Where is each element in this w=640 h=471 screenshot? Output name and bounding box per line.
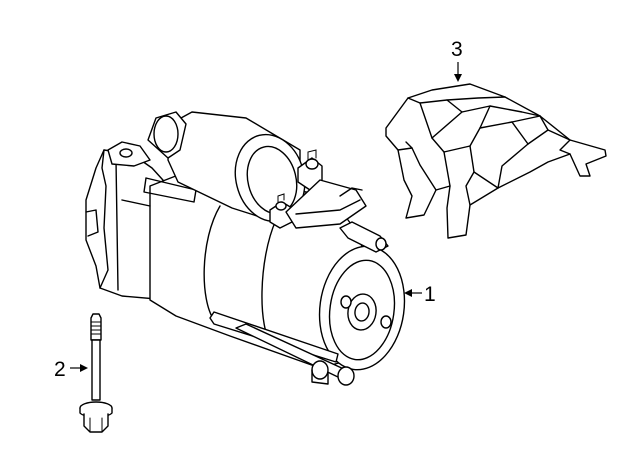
heat-shield[interactable] xyxy=(385,83,607,239)
arrow-left-icon xyxy=(404,289,412,297)
arrow-down-icon xyxy=(454,74,462,82)
callout-1: 1 xyxy=(404,283,436,306)
callout-2: 2 xyxy=(54,358,88,381)
mounting-bolt[interactable] xyxy=(79,313,113,433)
starter-motor[interactable] xyxy=(85,111,412,386)
callout-3-label: 3 xyxy=(451,38,463,61)
callout-3: 3 xyxy=(451,38,463,82)
arrow-right-icon xyxy=(80,364,88,372)
callout-1-label: 1 xyxy=(424,283,436,306)
callout-2-label: 2 xyxy=(54,358,66,381)
